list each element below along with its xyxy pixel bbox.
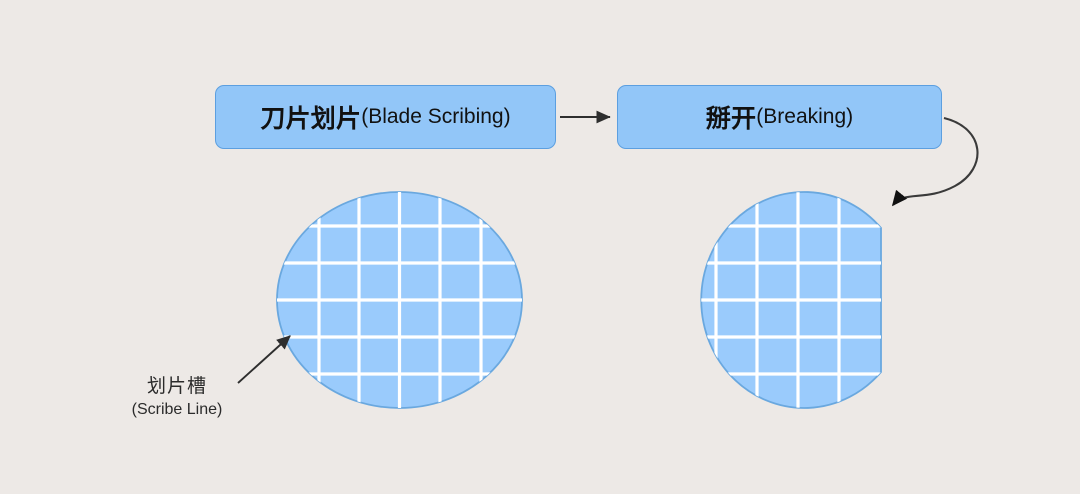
process-box-breaking[interactable]: 掰开(Breaking) [617, 85, 942, 149]
wafer-scribed [276, 191, 523, 409]
process-box-breaking-cn: 掰开 [705, 105, 757, 133]
process-box-blade-scribing[interactable]: 刀片划片(Blade Scribing) [215, 85, 556, 149]
scribe-line-callout-arrow [237, 335, 291, 384]
scribe-line-callout-cn: 划片槽 [146, 376, 207, 397]
connector-arrow-breaking-to-wafer [891, 116, 979, 207]
scribe-line-callout-en: (Scribe Line) [131, 401, 223, 419]
process-box-breaking-en: (Breaking) [756, 105, 854, 128]
process-box-blade-scribing-cn: 刀片划片 [260, 105, 362, 133]
scribe-line-callout: 划片槽 (Scribe Line) [122, 375, 232, 420]
wafer-broken [700, 191, 882, 409]
wafer-scribed-grid [277, 192, 522, 408]
process-box-blade-scribing-en: (Blade Scribing) [361, 105, 511, 128]
